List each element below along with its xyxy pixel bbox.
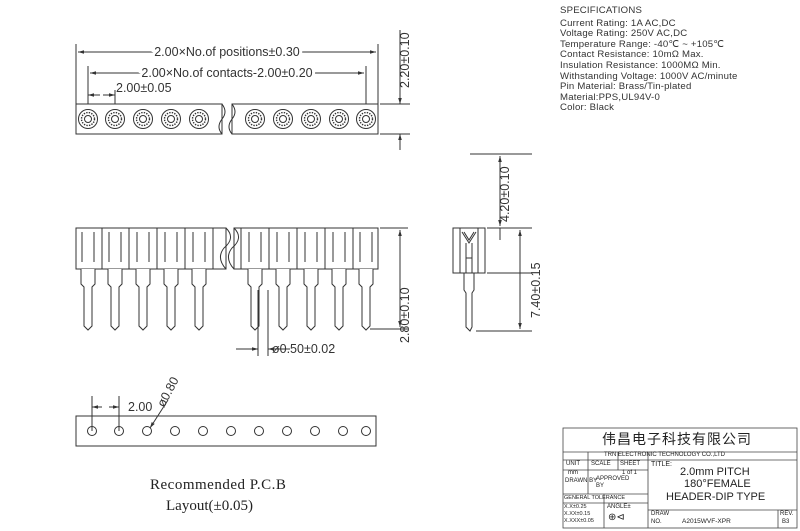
- drawn-by-label: DRAWN BY: [565, 478, 598, 484]
- side-view: [452, 153, 532, 332]
- front-pin: [303, 232, 319, 331]
- pcb-hole: [310, 426, 320, 436]
- dim-contacts: 2.00×No.of contacts-2.00±0.20: [141, 66, 312, 80]
- spec-line: Withstanding Voltage: 1000V AC/minute: [560, 70, 738, 82]
- tolerance-1: X.X±0.25: [564, 504, 587, 510]
- spec-line: Pin Material: Brass/Tin-plated: [560, 81, 692, 93]
- rev-value: B3: [782, 519, 790, 525]
- approved-by-label: APPROVED: [596, 476, 630, 482]
- general-tolerance-label: GENERAL TOLERANCE: [564, 495, 626, 501]
- dim-height-upper: 4.20±0.10: [498, 166, 512, 222]
- tolerance-3: X.XXX±0.05: [564, 518, 594, 524]
- title-line3: HEADER-DIP TYPE: [666, 491, 766, 503]
- top-pin-hole: [133, 109, 153, 129]
- sheet-label: SHEET: [620, 461, 641, 467]
- spec-line: Material:PPS,UL94V-0: [560, 91, 660, 103]
- title-line2: 180°FEMALE: [684, 478, 751, 490]
- top-pin-hole: [105, 109, 125, 129]
- dim-pin-length: 2.80±0.10: [398, 287, 412, 343]
- company-name-en: TRN ELECTRONIC TECHNOLOGY CO.,LTD: [604, 452, 726, 458]
- top-pin-hole: [78, 109, 98, 129]
- draw-number: A2015WVF-XPR: [682, 518, 731, 525]
- title-block: [562, 427, 798, 529]
- top-pin-hole: [189, 109, 209, 129]
- tolerance-2: X.XX±0.15: [564, 511, 591, 517]
- dim-height-total: 7.40±0.15: [529, 262, 543, 318]
- company-name-cn: 伟昌电子科技有限公司: [602, 432, 752, 448]
- top-dim-labels: 2.00×No.of positions±0.30 2.00×No.of con…: [116, 32, 412, 95]
- rev-label: REV.: [780, 511, 794, 517]
- dim-pitch: 2.00±0.05: [116, 81, 172, 95]
- approved-by-label-2: BY: [596, 483, 605, 489]
- spec-line: Current Rating: 1A AC,DC: [560, 17, 676, 29]
- title-label: TITLE:: [651, 461, 673, 468]
- top-pin-hole: [329, 109, 349, 129]
- top-pin-hole: [245, 109, 265, 129]
- front-pin: [331, 232, 347, 331]
- dim-height-top: 2.20±0.10: [398, 32, 412, 88]
- dim-pin-dia: ø0.50±0.02: [272, 342, 335, 356]
- pcb-caption-line2: Layout(±0.05): [166, 498, 253, 514]
- front-pin: [107, 232, 123, 331]
- front-pin: [358, 232, 374, 331]
- pcb-hole: [361, 426, 371, 436]
- dim-positions: 2.00×No.of positions±0.30: [154, 45, 300, 59]
- pcb-hole: [282, 426, 292, 436]
- pcb-hole: [170, 426, 180, 436]
- unit-label: UNIT: [566, 461, 580, 467]
- front-view: [75, 227, 408, 356]
- pcb-caption-line1: Recommended P.C.B: [150, 477, 287, 493]
- top-pin-hole: [356, 109, 376, 129]
- draw-no-label-2: NO.: [651, 519, 662, 525]
- top-pin-hole: [273, 109, 293, 129]
- pcb-hole: [254, 426, 264, 436]
- top-pin-hole: [161, 109, 181, 129]
- draw-no-label: DRAW: [651, 511, 670, 517]
- sheet-value: 1 of 1: [622, 470, 638, 476]
- pcb-layout-view: [75, 396, 377, 447]
- top-pin-hole: [301, 109, 321, 129]
- dim-pcb-hole: ø0.80: [154, 375, 181, 410]
- pcb-hole: [338, 426, 348, 436]
- projection-icon: ⊕⊲: [608, 512, 625, 523]
- top-view: [75, 30, 410, 150]
- front-pin: [135, 232, 151, 331]
- spec-line: Voltage Rating: 250V AC,DC: [560, 28, 688, 40]
- unit-value: mm: [568, 470, 578, 476]
- spec-line: Insulation Resistance: 1000MΩ Min.: [560, 59, 721, 71]
- angle-label: ANGLE±: [607, 504, 631, 510]
- spec-line: Color: Black: [560, 102, 615, 114]
- spec-line: Contact Resistance: 10mΩ Max.: [560, 49, 704, 61]
- dim-pcb-pitch: 2.00: [128, 400, 152, 414]
- front-pin: [163, 232, 179, 331]
- title-line1: 2.0mm PITCH: [680, 466, 750, 478]
- scale-label: SCALE: [591, 461, 611, 467]
- front-pin: [80, 232, 96, 331]
- specifications-block: SPECIFICATIONS Current Rating: 1A AC,DC …: [560, 5, 738, 114]
- pcb-hole: [198, 426, 208, 436]
- spec-line: Temperature Range: -40℃ ~ +105℃: [560, 38, 725, 50]
- pcb-hole: [226, 426, 236, 436]
- front-pin: [275, 232, 291, 331]
- pcb-hole: [142, 426, 152, 436]
- front-pin: [191, 232, 207, 331]
- spec-heading: SPECIFICATIONS: [560, 5, 643, 16]
